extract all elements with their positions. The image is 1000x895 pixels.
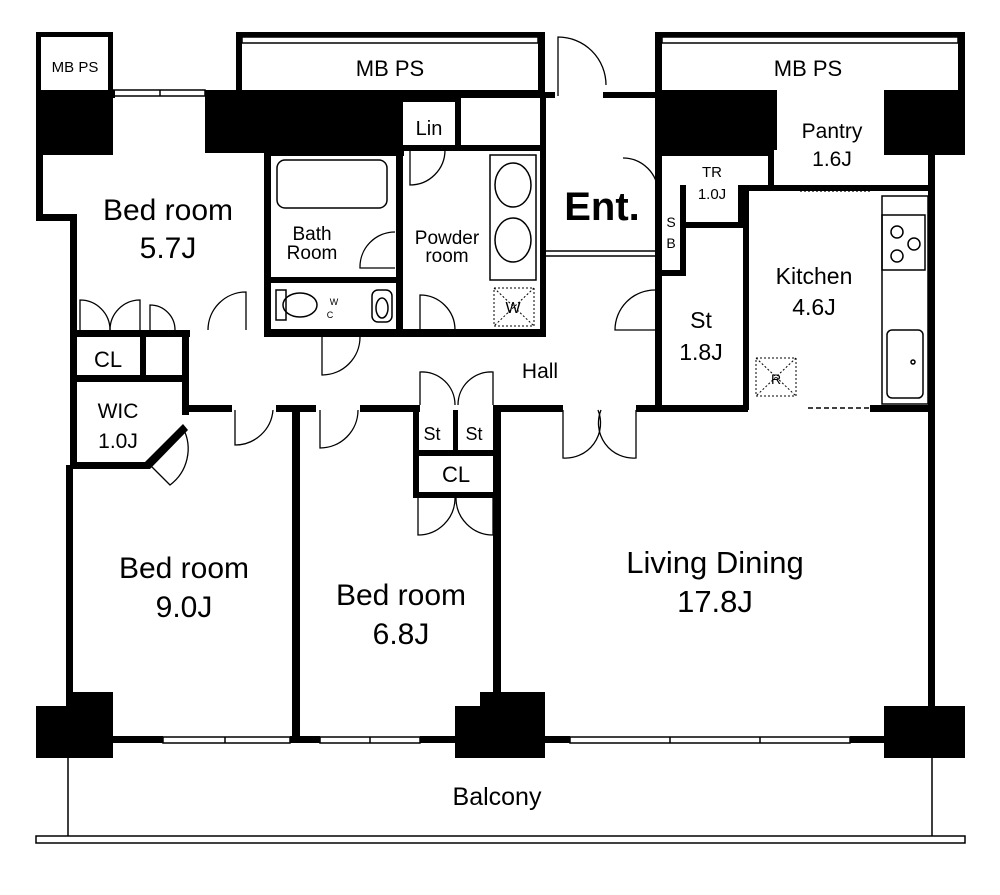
hall-label: Hall (522, 360, 558, 383)
wc-label-w: W (330, 297, 339, 307)
bedroom-mid-size: 6.8J (373, 618, 430, 651)
cl-left-label: CL (94, 347, 122, 372)
st-small-1-label: St (423, 424, 440, 444)
bath-room-label-1: Bath (292, 224, 331, 245)
washer-label: W (505, 300, 521, 317)
pantry-name: Pantry (802, 120, 863, 143)
doors (79, 36, 659, 536)
living-dining-size: 17.8J (677, 584, 753, 619)
windows (35, 36, 966, 844)
tr-name: TR (702, 164, 722, 181)
wic-size: 1.0J (98, 430, 138, 453)
living-dining-name: Living Dining (626, 545, 804, 580)
fridge-label: R (771, 371, 781, 387)
sb-label-s: S (666, 214, 675, 230)
washer-icon (493, 287, 535, 327)
bathtub-icon (276, 159, 388, 209)
entrance-label: Ent. (564, 185, 640, 229)
wic-name: WIC (98, 400, 139, 423)
balcony-label: Balcony (453, 783, 542, 811)
mbps-small-label: MB PS (52, 59, 99, 76)
stove-icon (881, 214, 926, 271)
pantry-size: 1.6J (812, 148, 852, 171)
walls (36, 32, 965, 758)
kitchen-name: Kitchen (776, 263, 853, 289)
room-labels: MB PS MB PS MB PS Bed room 5.7J Lin Bath… (52, 56, 863, 811)
powder-room-label-2: room (425, 246, 468, 267)
sb-label-b: B (666, 235, 675, 251)
st-small-2-label: St (465, 424, 482, 444)
bedroom-mid-name: Bed room (336, 579, 466, 612)
wc-label-c: C (327, 310, 334, 320)
bedroom-nw-size: 5.7J (140, 232, 197, 265)
mbps-top-mid-label: MB PS (356, 56, 424, 81)
lin-label: Lin (416, 118, 443, 140)
kitchen-size: 4.6J (792, 294, 835, 320)
toilet-icon (275, 289, 393, 323)
powder-room-label-1: Powder (415, 228, 480, 249)
st-mid-size: 1.8J (679, 339, 722, 365)
bath-room-label-2: Room (287, 243, 338, 264)
vanity-icon (489, 154, 537, 281)
refrigerator-icon (755, 357, 797, 397)
mbps-top-right-label: MB PS (774, 56, 842, 81)
st-mid-name: St (690, 307, 712, 333)
cl-mid-label: CL (442, 462, 470, 487)
tr-size: 1.0J (698, 186, 726, 203)
kitchen-sink-icon (886, 329, 924, 399)
bedroom-sw-name: Bed room (119, 552, 249, 585)
bedroom-nw-name: Bed room (103, 194, 233, 227)
bedroom-sw-size: 9.0J (156, 591, 213, 624)
fixtures (275, 154, 929, 405)
